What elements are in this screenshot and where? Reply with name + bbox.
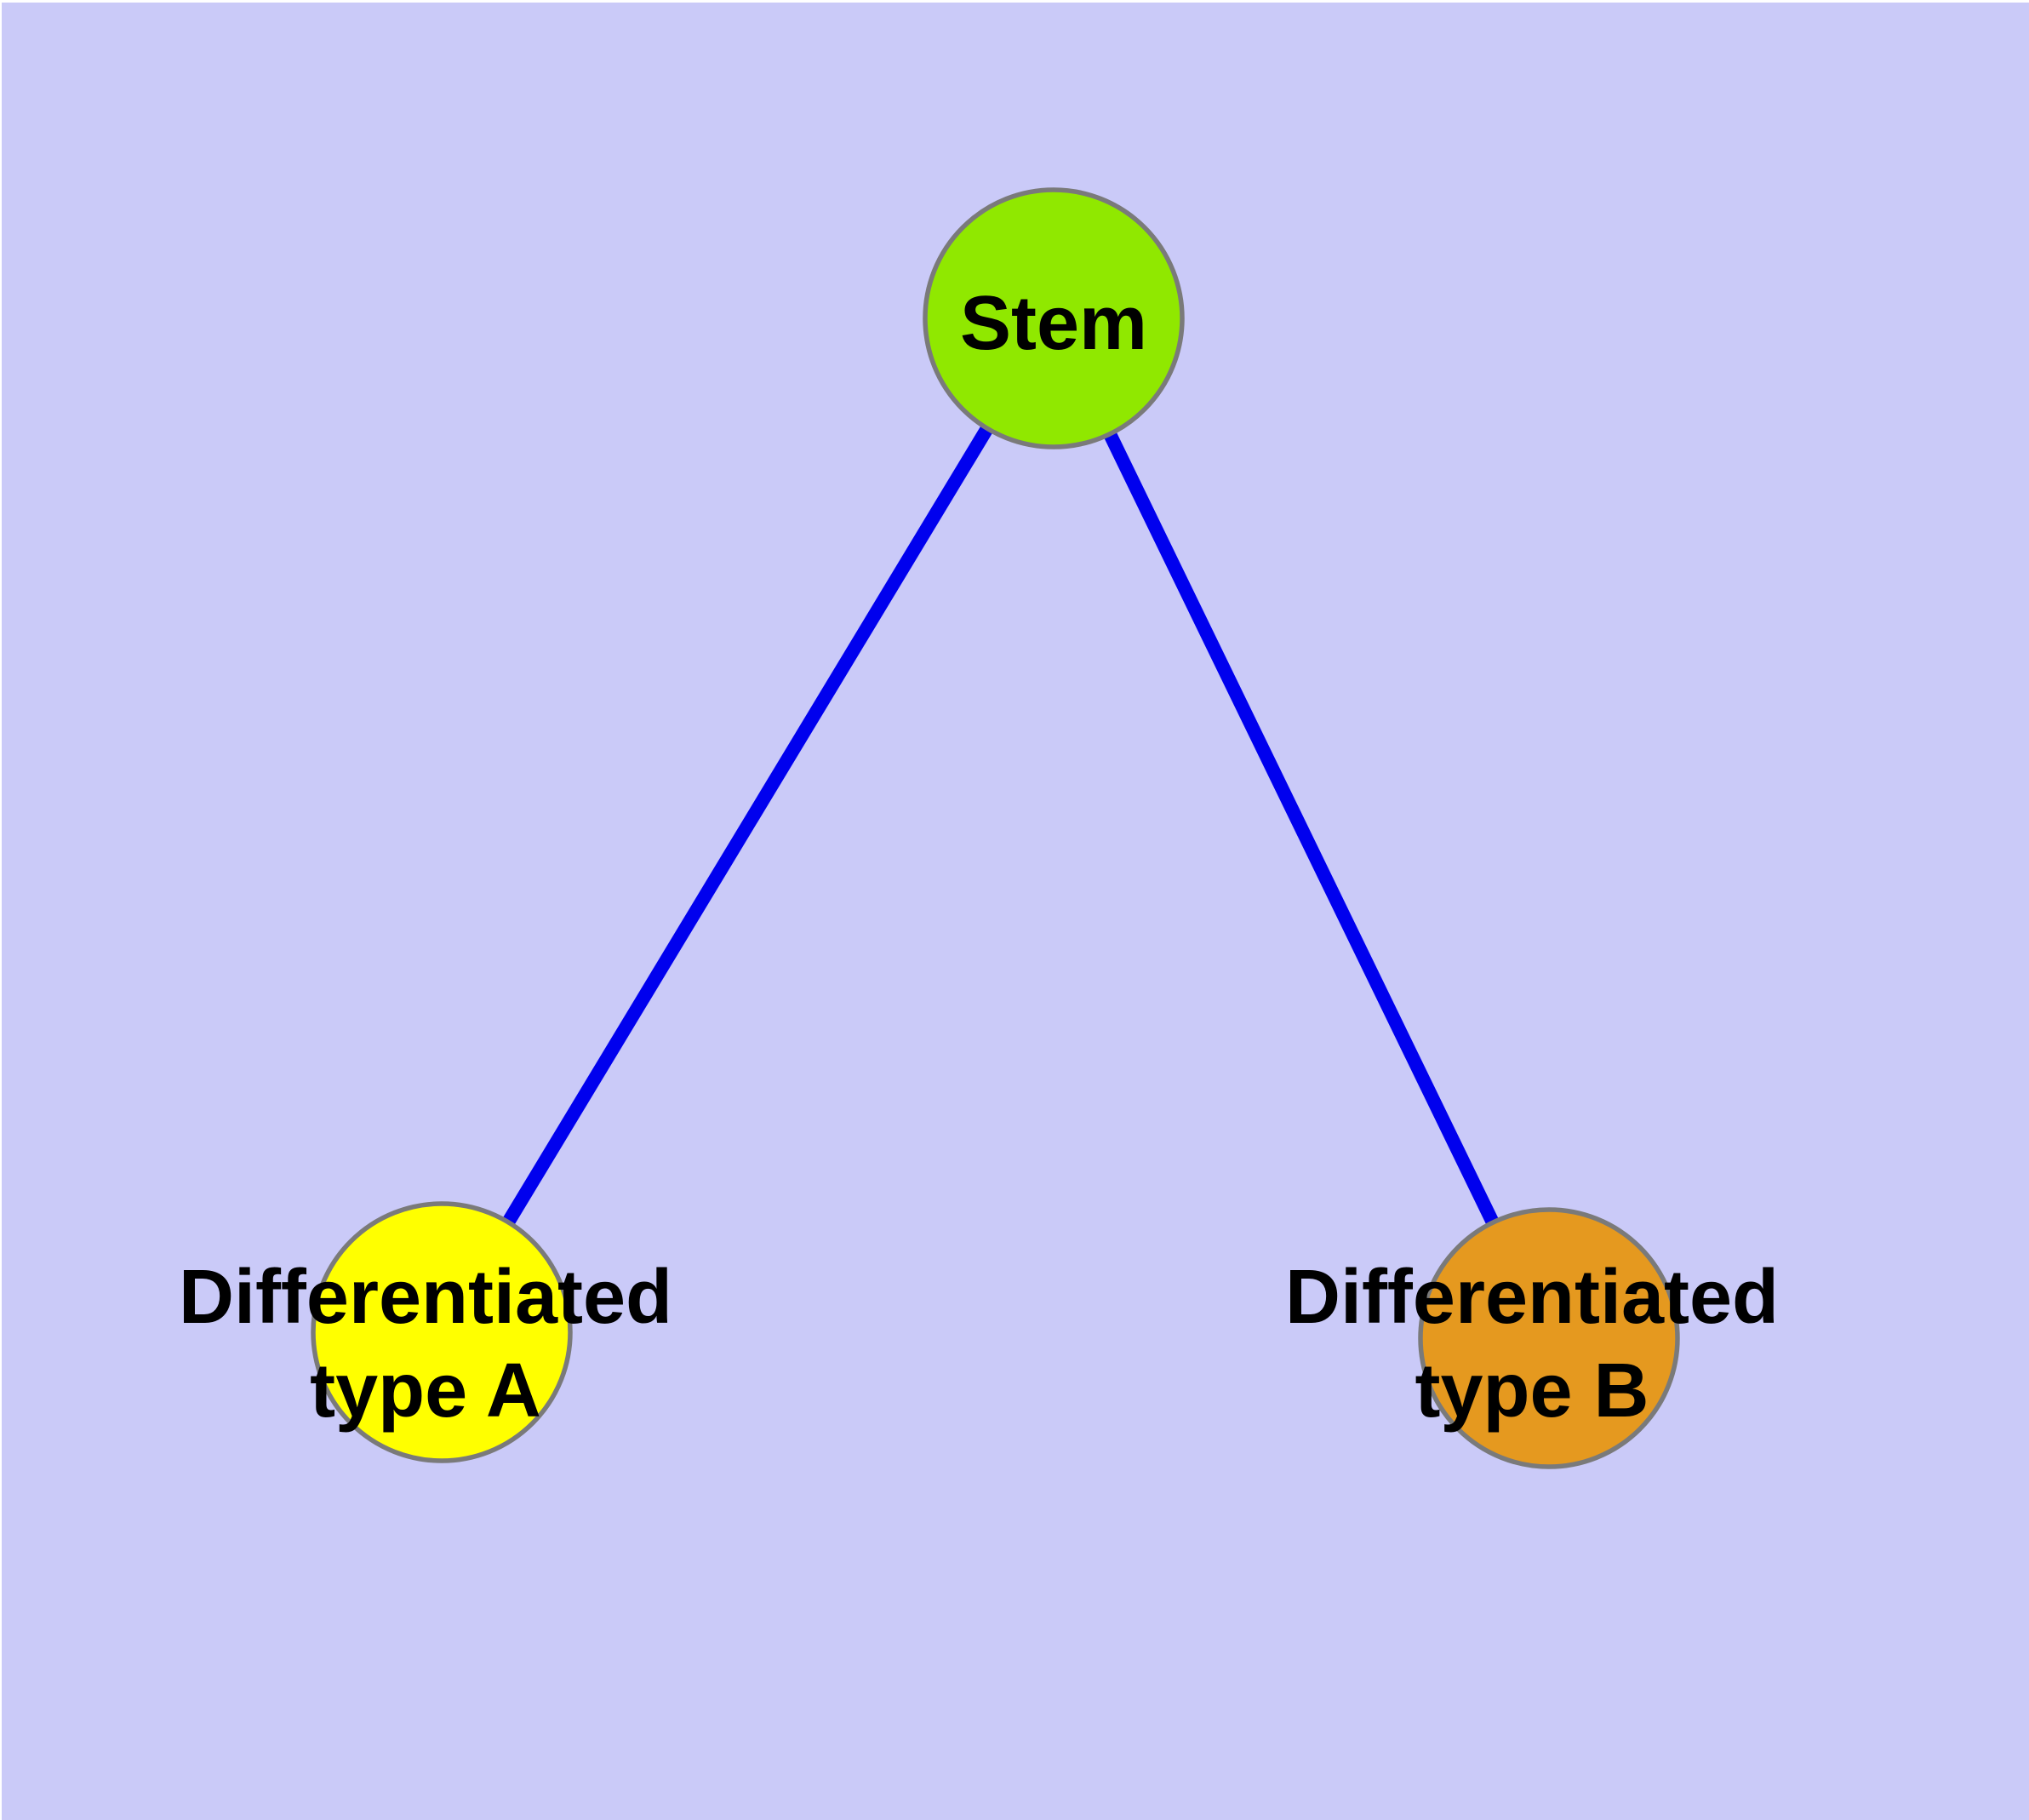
node-differentiated-type-a (311, 1201, 573, 1463)
edge-stem-to-type-b (1047, 315, 1556, 1342)
node-differentiated-type-b (1418, 1207, 1680, 1469)
node-type-b-label-line-2: type B (1415, 1348, 1649, 1434)
edge-stem-to-type-a (436, 314, 1060, 1336)
node-stem (923, 187, 1185, 449)
node-type-b-label-line-1: Differentiated (1285, 1255, 1779, 1340)
node-type-a-label-line-1: Differentiated (179, 1255, 672, 1340)
node-stem-label: Stem (960, 281, 1147, 366)
node-type-a-label-line-2: type A (310, 1348, 541, 1434)
